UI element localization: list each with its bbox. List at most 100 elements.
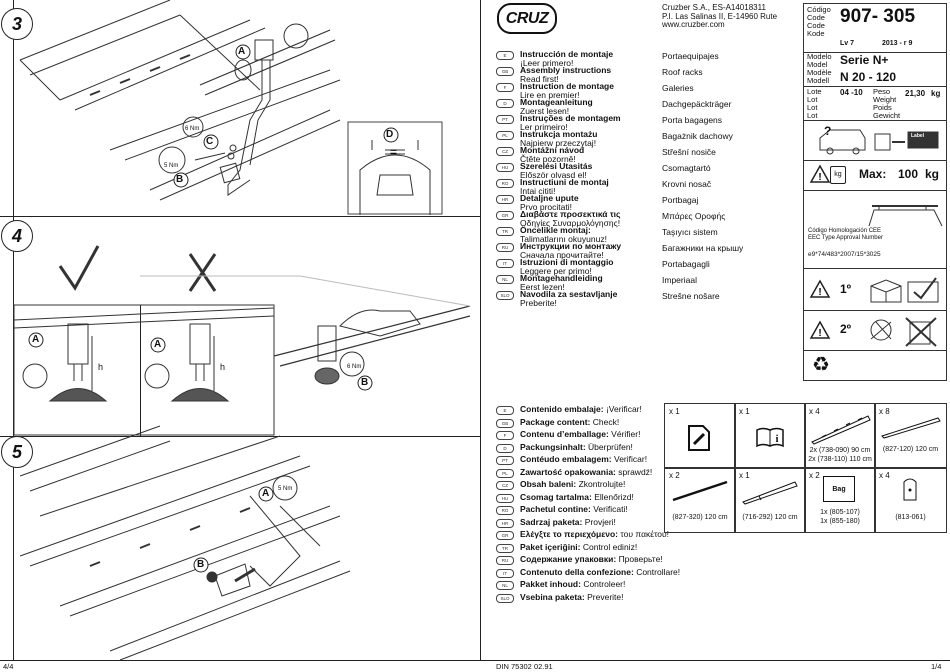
pkg-value: Ellenőrizd! bbox=[594, 491, 634, 502]
lang-sub: Οδηγίες Συναρμολόγησης! bbox=[520, 218, 621, 228]
pkg-value: Check! bbox=[592, 416, 620, 427]
step-number-3: 3 bbox=[1, 8, 33, 40]
pkg-value: ¡Verificar! bbox=[605, 404, 642, 414]
lang-title: Instruction de montage bbox=[520, 81, 614, 91]
code-label-es: Código bbox=[807, 5, 831, 14]
pkg-badge: GB bbox=[496, 418, 514, 428]
address-line-2: P.I. Las Salinas II, E-14960 Rute bbox=[662, 11, 778, 21]
part-caption-text: (716-292) 120 cm bbox=[742, 514, 798, 521]
lang-trans: Imperiaal bbox=[662, 275, 697, 285]
step-number-4: 4 bbox=[1, 220, 33, 252]
pkg-label: Pachetul contine: bbox=[520, 504, 591, 514]
van-with-label-icon bbox=[819, 129, 939, 155]
torque-6nm-step3: 6 Nm bbox=[185, 126, 200, 132]
callout-A-step3: A bbox=[238, 46, 246, 57]
lang-badge: E bbox=[496, 51, 514, 60]
warning-icon: ! bbox=[809, 164, 831, 183]
label-location-box: ? Label bbox=[803, 120, 947, 161]
series-name: Serie N+ bbox=[840, 53, 889, 67]
part-caption: (827-320) 120 cm bbox=[665, 513, 735, 522]
step5-illustration bbox=[19, 425, 351, 661]
tools-and-no-trash-icon bbox=[870, 317, 937, 347]
lang-sub: Eerst lezen! bbox=[520, 282, 565, 292]
divider-step4-5 bbox=[0, 436, 480, 437]
pkg-value: Preverite! bbox=[587, 591, 624, 602]
lang-title: Instructiuni de montaj bbox=[520, 177, 609, 187]
lang-badge: D bbox=[496, 99, 514, 108]
lang-sub: Najpierw przeczytaj! bbox=[520, 138, 597, 148]
lang-title: Инструкции по монтажу bbox=[520, 241, 622, 251]
part-end-cap: x 4 (813-061) bbox=[874, 467, 947, 533]
torque-5nm-step5: 5 Nm bbox=[278, 486, 293, 492]
lang-badge: PT bbox=[496, 115, 514, 124]
callout-A-step4-left: A bbox=[32, 334, 40, 345]
weight-value: 21,30 bbox=[905, 89, 926, 98]
pkg-value: Provjeri! bbox=[584, 516, 616, 527]
code-box: Código Code Code Kode 907- 305 Lv 7 2013… bbox=[803, 3, 947, 53]
footer-left-page: 4/4 bbox=[3, 662, 14, 671]
pkg-label: Packungsinhalt: bbox=[520, 441, 586, 452]
lang-badge: GB bbox=[496, 67, 514, 76]
max-label: Max: bbox=[859, 167, 887, 181]
max-unit: kg bbox=[925, 167, 940, 181]
lang-sub: Read first! bbox=[520, 74, 559, 84]
lang-trans: Bagażnik dachowy bbox=[662, 131, 733, 141]
lang-trans: Střešní nosiče bbox=[662, 147, 716, 157]
lang-badge: RO bbox=[496, 179, 514, 188]
lang-badge: IT bbox=[496, 259, 514, 268]
footer-right-page: 1/4 bbox=[931, 662, 942, 671]
logo-text: CRUZ bbox=[505, 9, 549, 27]
part-bag: x 2 Bag 1x (805-107) 1x (855-180) bbox=[804, 467, 876, 533]
step4-illustration bbox=[13, 245, 471, 436]
recycle-box: ♻ bbox=[803, 350, 947, 381]
lang-sub: Ler primeiro! bbox=[520, 122, 568, 132]
end-cap-icon bbox=[903, 478, 917, 501]
lang-sub: Talimatlarını okuyunuz! bbox=[520, 234, 607, 244]
approval-box: Código Homologación CEE EEC Type Approva… bbox=[803, 190, 947, 269]
product-code: 907- 305 bbox=[840, 6, 916, 27]
part-qty: x 1 bbox=[669, 407, 680, 416]
model-label-en: Model bbox=[807, 60, 828, 69]
code-label-en: Code bbox=[807, 13, 825, 22]
pkg-value: Vérifier! bbox=[611, 429, 641, 439]
revision-date: 2013 - r 9 bbox=[882, 40, 913, 47]
part-qty: x 4 bbox=[879, 471, 890, 480]
lang-sub: ¡Leer primero! bbox=[520, 58, 574, 68]
part-qty: x 2 bbox=[669, 471, 680, 480]
label-sticker-text: Label bbox=[911, 133, 925, 139]
pkg-label: Vsebina paketa: bbox=[520, 591, 585, 602]
lang-trans: Csomagtartó bbox=[662, 163, 711, 173]
lang-trans: Krovni nosač bbox=[662, 179, 712, 189]
lot-label-es: Lote bbox=[807, 87, 822, 96]
pkg-badge: PL bbox=[496, 468, 514, 478]
lang-title: Assembly instructions bbox=[520, 65, 612, 75]
lang-sub: Leggere per primo! bbox=[520, 266, 592, 276]
lang-title: Διαβάστε προσεκτικά τις bbox=[520, 209, 621, 219]
max-value: 100 bbox=[898, 167, 919, 181]
footer-din: DIN 75302 02.91 bbox=[496, 662, 553, 671]
part-caption-text: (827-320) 120 cm bbox=[672, 514, 728, 521]
code-label-de: Kode bbox=[807, 29, 825, 38]
height-h-left: h bbox=[98, 362, 104, 372]
part-caption-text: 1x (805-107) 1x (855-180) bbox=[820, 509, 860, 525]
pkg-value: Проверьте! bbox=[618, 554, 663, 564]
lang-badge: SLO bbox=[496, 291, 514, 300]
lot-box: Lote Lot Lot Lot 04 -10 Peso Weight Poid… bbox=[803, 86, 947, 121]
divider-center bbox=[480, 0, 481, 660]
step-number-5: 5 bbox=[1, 436, 33, 468]
part-qty: x 1 bbox=[739, 407, 750, 416]
weight-label-de: Gewicht bbox=[873, 111, 901, 120]
weight-unit: kg bbox=[931, 89, 941, 98]
callout-D-step3: D bbox=[386, 129, 394, 140]
equals-sign: = bbox=[390, 145, 398, 159]
pkg-value: Überprüfen! bbox=[588, 441, 633, 452]
lot-label-en: Lot bbox=[807, 95, 818, 104]
code-label-fr: Code bbox=[807, 21, 825, 30]
lang-sub: Lire en premier! bbox=[520, 90, 580, 100]
lang-badge: GR bbox=[496, 211, 514, 220]
pkg-value: Control ediniz! bbox=[582, 541, 638, 552]
step3-illustration bbox=[19, 0, 443, 215]
height-h-right: h bbox=[220, 362, 226, 372]
pkg-badge: IT bbox=[496, 568, 514, 578]
level: Lv 7 bbox=[840, 40, 855, 47]
